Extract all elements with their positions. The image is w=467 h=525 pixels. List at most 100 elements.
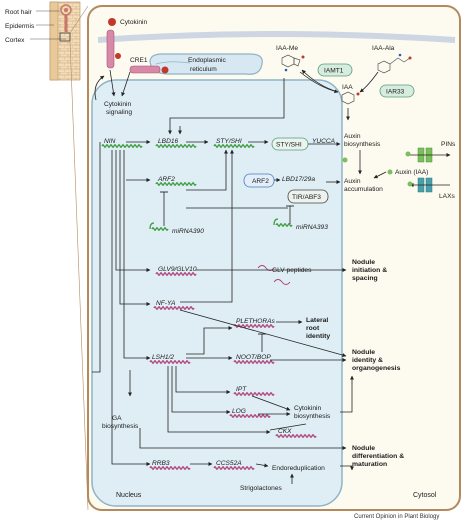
auxin-iaa-label: Auxin (IAA) [395,169,428,176]
gene-label-mirna390: miRNA390 [172,228,204,235]
dna-strand-icon [149,466,191,470]
iaa-ala-label: IAA-Ala [372,45,395,52]
gene-mirna393: miRNA393 [273,218,328,231]
iar33-label: IAR33 [386,89,405,96]
sty-shi-protein: STY/SHI [271,137,309,151]
cre1-receptor-icon [106,29,115,69]
dna-strand-icon [229,414,271,418]
gene-label-ckx: CKX [278,428,292,435]
cre1-label: CRE1 [130,57,148,64]
iaa-molecule-icon [341,91,360,105]
transporters: PINs LAXs Auxin (IAA) [342,141,456,200]
gene-glv9-glv10: GLV9/GLV10 [155,266,197,276]
tir-abf3-protein-label: TIR/ABF3 [292,194,321,201]
strigolactones-label: Strigolactones [240,485,282,492]
gene-ccs52a: CCS52A [213,460,255,470]
iamt1-label: IAMT1 [324,68,344,75]
er-label: Endoplasmic reticulum [188,57,228,73]
dna-strand-icon [213,144,255,148]
dna-strand-icon [155,144,197,148]
laxs-label: LAXs [439,193,455,200]
gene-label-arf2: ARF2 [157,176,175,183]
gene-lsh1-2: LSH1/2 [149,354,191,364]
iar33-enzyme [379,84,415,98]
cortex-label: Cortex [5,37,25,44]
cytokinin-icon [108,18,116,26]
cytokinin-label: Cytokinin [120,19,147,26]
gene-yucca: YUCCA [312,138,336,145]
iamt1-enzyme [317,63,353,77]
nucleus-region [91,79,343,507]
gene-nf-ya: NF-YA [153,300,195,310]
gene-label-nf-ya: NF-YA [156,300,176,307]
epidermis-label: Epidermis [5,23,35,30]
iaa-label: IAA [342,84,353,91]
pins-label: PINs [441,141,456,148]
dna-strand-icon [151,227,169,231]
gene-arf2: ARF2 [155,176,197,186]
gene-label-yucca: YUCCA [312,138,336,145]
gene-noot-bop: NOOT/BOP [233,354,275,364]
glv-peptides-label: GLV peptides [272,267,312,274]
cytosol-label: Cytosol [413,492,437,499]
tir-abf3-protein: TIR/ABF3 [287,189,329,204]
iaa-metabolism: IAA-Me IAA-Ala IAMT1 IAA IAR33 [276,45,415,121]
gene-label-lbd16: LBD16 [158,138,178,145]
gene-rrb3: RRB3 [149,460,191,470]
gene-nin: NIN [101,138,143,148]
sty-shi-protein-label: STY/SHI [276,142,302,149]
gene-sty-shi: STY/SHI [213,138,255,148]
root-hair-label: Root hair [5,9,33,16]
gene-ckx: CKX [275,428,317,438]
dna-strand-icon [233,392,275,396]
gene-log: LOG [229,408,271,418]
root-tissue-inset: Root hair Epidermis Cortex [5,1,89,511]
nucleus-label: Nucleus [116,492,142,499]
gene-label-rrb3: RRB3 [152,460,170,467]
arf2-protein-label: ARF2 [252,178,269,185]
gene-label-log: LOG [232,408,246,415]
iaa-me-molecule-icon [281,54,305,72]
credit-text: Current Opinion in Plant Biology [354,514,439,520]
gene-label-ccs52a: CCS52A [216,460,242,467]
endoplasmic-reticulum: Endoplasmic reticulum [149,53,263,75]
endoreduplication-label: Endoreduplication [272,465,325,472]
gene-label-noot-bop: NOOT/BOP [236,354,271,361]
dna-strand-icon [233,360,275,364]
dna-strand-icon [275,223,293,227]
gene-label-plethoras: PLETHORAs [236,318,276,325]
dna-strand-icon [213,466,255,470]
gene-label-lsh1-2: LSH1/2 [152,354,174,361]
gene-lbd16: LBD16 [155,138,197,148]
gene-label-lbd17-29a: LBD17/29a [282,176,315,183]
gene-label-ipt: IPT [236,386,247,393]
gene-label-glv9-glv10: GLV9/GLV10 [158,266,197,273]
dna-strand-icon [153,306,195,310]
gene-ipt: IPT [233,386,275,396]
gene-mirna390: miRNA390 [149,222,204,235]
iaa-ala-molecule-icon [377,53,412,74]
root-hair-icon [60,4,72,32]
dna-strand-icon [155,272,197,276]
dna-strand-icon [149,360,191,364]
dna-strand-icon [155,182,197,186]
dna-strand-icon [101,144,143,148]
iaa-me-label: IAA-Me [276,45,298,52]
gene-label-mirna393: miRNA393 [296,224,328,231]
regulatory-arrows [92,78,354,484]
gene-lbd17-29a: LBD17/29a [282,176,315,183]
arf2-protein: ARF2 [243,173,275,188]
gene-label-nin: NIN [104,138,116,145]
